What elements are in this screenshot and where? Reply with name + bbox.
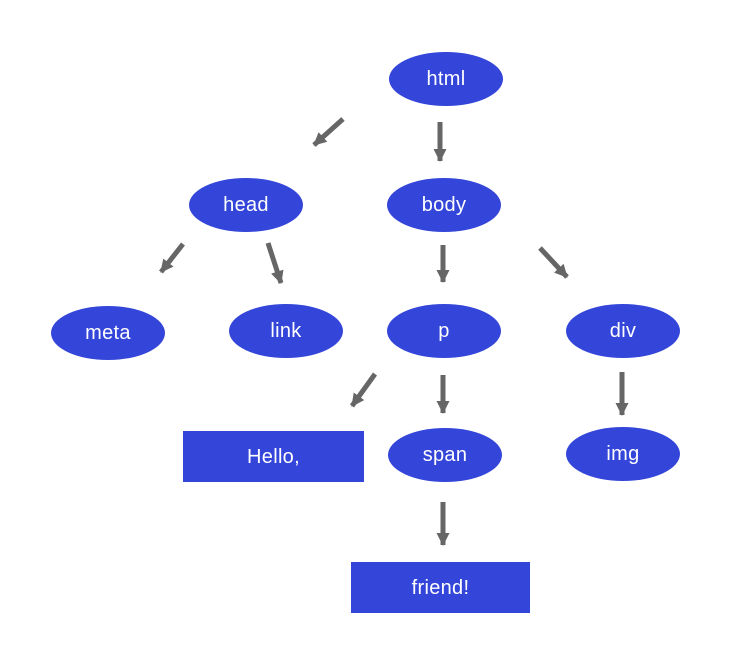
node-body-label: body — [421, 194, 467, 216]
arrow-head-to-meta — [159, 242, 185, 274]
node-meta-label: meta — [85, 322, 131, 344]
node-div-label: div — [609, 320, 637, 342]
node-html[interactable]: html — [389, 52, 503, 106]
arrow-html-to-head — [312, 117, 345, 147]
node-html-label: html — [426, 68, 466, 90]
node-meta[interactable]: meta — [51, 306, 165, 360]
node-link-label: link — [270, 320, 302, 342]
node-p-label: p — [438, 320, 450, 342]
node-link[interactable]: link — [229, 304, 343, 358]
node-body[interactable]: body — [387, 178, 501, 232]
node-img[interactable]: img — [566, 427, 680, 481]
node-div[interactable]: div — [566, 304, 680, 358]
arrow-p-to-hello — [349, 372, 378, 408]
node-text-hello-label: Hello, — [247, 445, 300, 468]
node-span[interactable]: span — [388, 428, 502, 482]
node-text-friend-label: friend! — [411, 576, 470, 599]
arrow-body-to-div — [538, 246, 569, 279]
node-text-friend[interactable]: friend! — [351, 562, 530, 613]
node-span-label: span — [422, 444, 468, 466]
node-img-label: img — [606, 443, 640, 465]
node-text-hello[interactable]: Hello, — [183, 431, 364, 482]
node-p[interactable]: p — [387, 304, 501, 358]
node-head[interactable]: head — [189, 178, 303, 232]
arrow-head-to-link — [265, 242, 284, 284]
node-head-label: head — [223, 194, 269, 216]
